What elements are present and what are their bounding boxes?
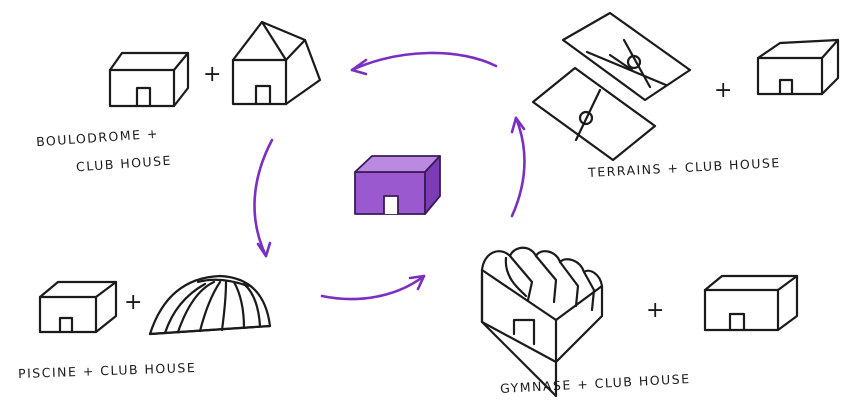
gymnase-clubhouse-building bbox=[703, 274, 799, 332]
piscine-plus-sign: + bbox=[124, 290, 143, 315]
center-purple-building bbox=[354, 155, 441, 215]
piscine-dome-building bbox=[148, 274, 272, 336]
terrains-clubhouse-building bbox=[756, 38, 840, 96]
terrains-court-lower bbox=[531, 66, 657, 162]
gymnase-vaulted-building bbox=[480, 246, 604, 398]
arrow-top bbox=[350, 51, 498, 72]
terrains-plus-sign: + bbox=[714, 78, 733, 103]
cycle-arrows bbox=[253, 51, 526, 301]
terrains-court-upper bbox=[561, 11, 692, 102]
clubhouse-pitched-roof-building bbox=[231, 20, 322, 106]
piscine-clubhouse-building bbox=[38, 280, 118, 334]
arrow-left bbox=[253, 138, 274, 258]
gymnase-plus-sign: + bbox=[646, 298, 665, 323]
boulodrome-plus-sign: + bbox=[203, 62, 222, 87]
arrow-bottom bbox=[320, 274, 426, 301]
boulodrome-box-building bbox=[108, 51, 190, 108]
arrow-right bbox=[510, 116, 526, 218]
